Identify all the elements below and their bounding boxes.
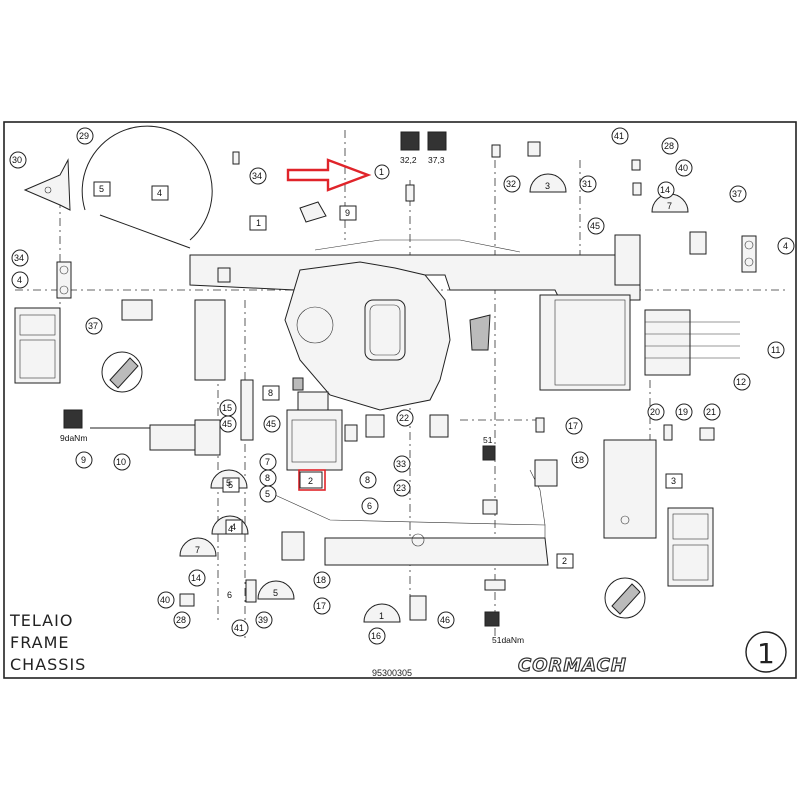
page-number: 1 [757, 637, 775, 670]
callout-6-disc: 6 [227, 590, 232, 600]
callout-20: 20 [650, 407, 660, 417]
callout-9-left: 9 [81, 455, 86, 465]
callout-1-top: 1 [379, 167, 384, 177]
callout-16: 16 [371, 631, 381, 641]
callout-37-left: 37 [88, 321, 98, 331]
torque-value-322: 32,2 [400, 155, 417, 165]
callout-4-right: 4 [783, 241, 788, 251]
callout-3-disc: 3 [545, 181, 550, 191]
tool-icon-grease-2 [604, 577, 646, 619]
callout-37-right: 37 [732, 189, 742, 199]
callout-21: 21 [706, 407, 716, 417]
callout-8-mid: 8 [365, 475, 370, 485]
callout-4-left: 4 [17, 275, 22, 285]
callout-17-bottom: 17 [316, 601, 326, 611]
callout-14-bottom: 14 [191, 573, 201, 583]
callout-5-disc-2: 5 [226, 478, 231, 488]
callout-41-top: 41 [614, 131, 624, 141]
brand-logo: CORMACH [518, 655, 627, 676]
callout-5-disc: 5 [273, 588, 278, 598]
callout-3-sq: 3 [671, 476, 676, 486]
callout-32: 32 [506, 179, 516, 189]
callout-14-top: 14 [660, 185, 670, 195]
callout-31: 31 [582, 179, 592, 189]
callout-labels: 1 29 30 34 34 4 37 32 31 41 28 40 14 37 … [9, 127, 795, 645]
torque-value-9: 9daNm [60, 433, 87, 443]
cylinder-part-10 [90, 419, 221, 456]
callout-15: 15 [222, 403, 232, 413]
callout-10: 10 [116, 457, 126, 467]
callout-7-mid: 7 [265, 457, 270, 467]
callout-7-disc-2: 7 [195, 545, 200, 555]
callout-45-left: 45 [222, 419, 232, 429]
tool-icon-grease [101, 351, 143, 393]
callout-18-right: 18 [574, 455, 584, 465]
callout-7-disc: 7 [667, 201, 672, 211]
electrical-panel-left [14, 299, 226, 384]
callout-22: 22 [399, 413, 409, 423]
callout-45-mid: 45 [266, 419, 276, 429]
callout-5-sq: 5 [99, 184, 104, 194]
title-block: TELAIO FRAME CHASSIS [9, 611, 86, 674]
document-code: 95300305 [372, 668, 412, 678]
ring-part-4 [81, 125, 213, 249]
callout-4-sq-2: 4 [231, 522, 236, 532]
page-number-badge: 1 [745, 631, 787, 673]
spacers-right [741, 235, 757, 273]
small-hardware [121, 141, 715, 621]
electrical-panel-right [667, 507, 714, 587]
callout-33: 33 [396, 459, 406, 469]
title-line-3: CHASSIS [10, 655, 86, 674]
red-pointer-arrow [286, 158, 372, 192]
title-line-2: FRAME [10, 633, 70, 652]
callout-6-mid: 6 [367, 501, 372, 511]
callout-9-sq: 9 [345, 208, 350, 218]
callout-5-sq-2: 5 [228, 480, 233, 490]
frame-part-1 [189, 234, 641, 411]
callout-34-top: 34 [252, 171, 262, 181]
callout-12: 12 [736, 377, 746, 387]
callout-46: 46 [440, 615, 450, 625]
callout-23: 23 [396, 483, 406, 493]
base-part-2 [274, 469, 549, 566]
callout-34-left: 34 [14, 253, 24, 263]
callout-29: 29 [79, 131, 89, 141]
callout-30: 30 [12, 155, 22, 165]
callout-28-bottom: 28 [176, 615, 186, 625]
title-line-1: TELAIO [9, 611, 73, 630]
callout-2-highlighted: 2 [308, 476, 313, 486]
callout-4-disc: 4 [228, 524, 233, 534]
valve-block-right [644, 309, 740, 376]
callout-39: 39 [258, 615, 268, 625]
central-mechanism [286, 377, 343, 471]
torque-labels: 32,2 37,3 9daNm 51 51daNm [60, 131, 524, 645]
callout-45-top: 45 [590, 221, 600, 231]
torque-value-373: 37,3 [428, 155, 445, 165]
bracket-part-5 [23, 158, 71, 211]
callout-8-left: 8 [265, 473, 270, 483]
callout-1-disc: 1 [379, 611, 384, 621]
plate-part-3 [603, 439, 657, 539]
callout-41-bottom: 41 [234, 623, 244, 633]
callout-11: 11 [771, 345, 780, 355]
spacers-left [56, 261, 72, 299]
callout-1-sq: 1 [256, 218, 261, 228]
callout-2-sq: 2 [562, 556, 567, 566]
callout-17-right: 17 [568, 421, 578, 431]
callout-40-bottom: 40 [160, 595, 170, 605]
torque-value-51-bottom: 51daNm [492, 635, 524, 645]
callout-4-sq: 4 [157, 188, 162, 198]
callout-18-bottom: 18 [316, 575, 326, 585]
callout-8-sq: 8 [268, 388, 273, 398]
callout-28-top: 28 [664, 141, 674, 151]
torque-value-51-top: 51 [483, 435, 493, 445]
callout-40-top: 40 [678, 163, 688, 173]
highlight-box [298, 469, 326, 491]
callout-19: 19 [678, 407, 688, 417]
callout-5-mid: 5 [265, 489, 270, 499]
